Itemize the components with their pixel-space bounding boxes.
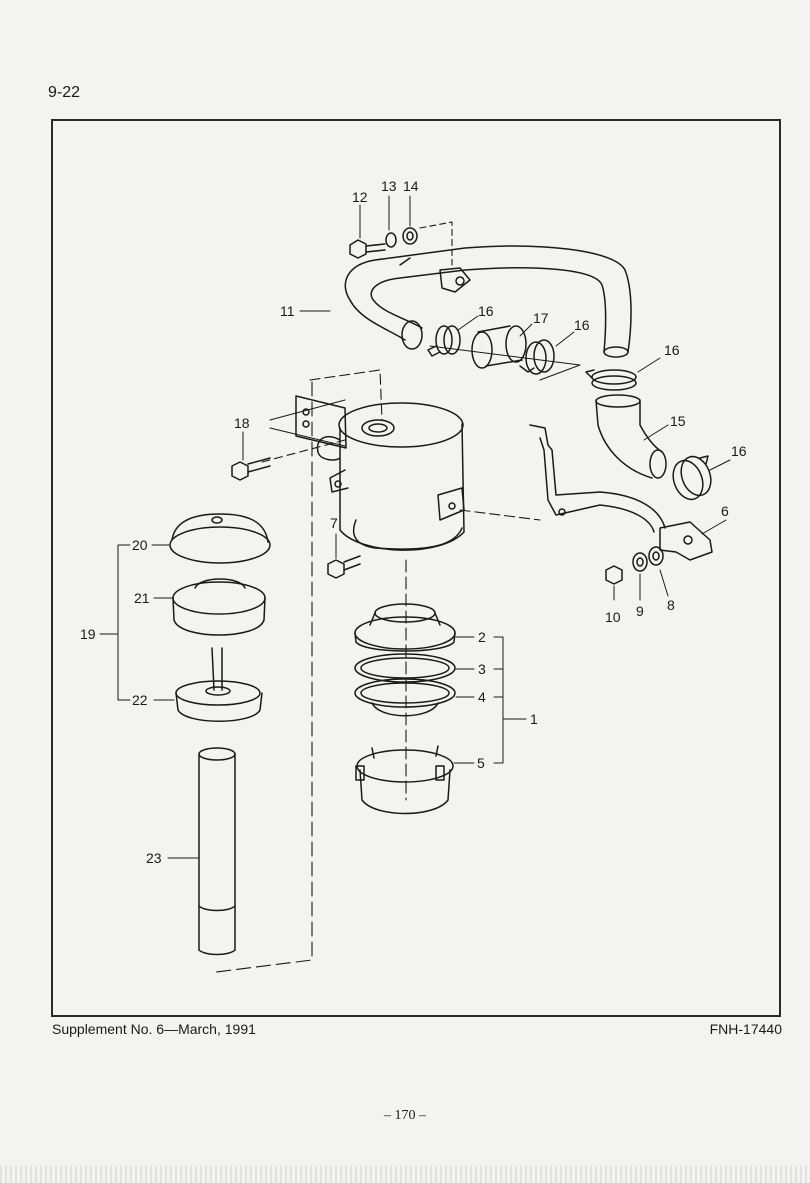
callout-12: 12 (352, 189, 368, 205)
bolt-and-washers (349, 227, 418, 259)
callout-5: 5 (477, 755, 485, 771)
callout-9: 9 (636, 603, 644, 619)
hose-clamp (427, 325, 461, 357)
page-reference: 9-22 (48, 84, 81, 101)
callout-4: 4 (478, 689, 486, 705)
pre-cleaner-body (172, 578, 266, 636)
supplement-note: Supplement No. 6—March, 1991 (52, 1021, 256, 1037)
callout-21: 21 (134, 590, 150, 606)
document-code: FNH-17440 (709, 1021, 782, 1037)
elbow-hose (595, 394, 667, 479)
callout-16: 16 (731, 443, 747, 459)
callout-13: 13 (381, 178, 397, 194)
callout-6: 6 (721, 503, 729, 519)
scan-edge-artifact (0, 1166, 810, 1183)
gasket-ring (354, 678, 456, 717)
callout-14: 14 (403, 178, 419, 194)
hose-clamp (672, 455, 712, 501)
callout-16: 16 (574, 317, 590, 333)
dust-cup (355, 745, 454, 815)
intake-pipe (344, 245, 632, 358)
callout-22: 22 (132, 692, 148, 708)
callout-7: 7 (330, 515, 338, 531)
callout-3: 3 (478, 661, 486, 677)
joint-hose (471, 325, 527, 369)
callout-15: 15 (670, 413, 686, 429)
callout-2: 2 (478, 629, 486, 645)
callout-10: 10 (605, 609, 621, 625)
nut-and-washers (605, 546, 664, 585)
callout-16: 16 (664, 342, 680, 358)
pre-cleaner-base (175, 647, 263, 722)
leader-lines (99, 195, 731, 859)
hose-clamp (585, 369, 637, 391)
mounting-bracket (529, 424, 713, 561)
bolt (231, 457, 271, 481)
callout-20: 20 (132, 537, 148, 553)
callout-16: 16 (478, 303, 494, 319)
callout-19: 19 (80, 626, 96, 642)
air-cleaner-body (316, 402, 465, 551)
callout-8: 8 (667, 597, 675, 613)
pre-cleaner-cap (169, 513, 271, 564)
extension-pipe (198, 747, 236, 956)
callout-18: 18 (234, 415, 250, 431)
callout-numbers: 1 2 3 4 5 6 7 8 9 10 11 12 13 14 15 16 1… (80, 178, 747, 866)
callout-17: 17 (533, 310, 549, 326)
callout-1: 1 (530, 711, 538, 727)
bolt (327, 555, 361, 579)
guide-lines (215, 221, 581, 973)
hose-clamp (519, 339, 555, 375)
element-seal (354, 603, 456, 652)
callout-11: 11 (280, 303, 295, 319)
diagram-frame (51, 119, 781, 1017)
gasket-ring (354, 653, 456, 683)
callout-23: 23 (146, 850, 162, 866)
page-number: – 170 – (384, 1108, 426, 1123)
